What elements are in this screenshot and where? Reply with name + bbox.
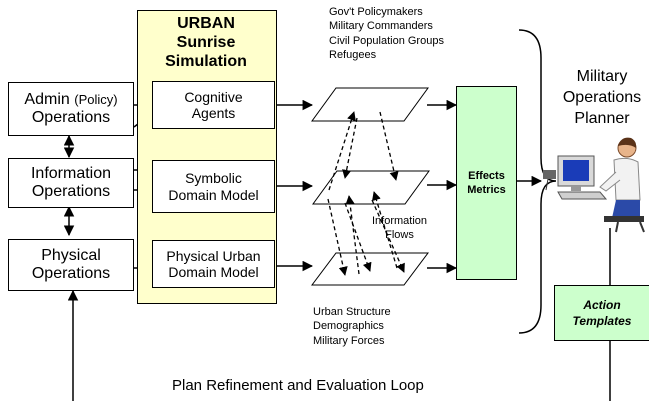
simulation-title-line1: URBAN	[177, 15, 235, 32]
planner-line1: Military	[576, 68, 628, 85]
loop-label: Plan Refinement and Evaluation Loop	[172, 377, 424, 394]
physical-operations-label: Operations	[31, 265, 111, 282]
simulation-title-line3: Simulation	[165, 53, 247, 71]
admin-operations-box: Admin (Policy) Operations	[8, 82, 134, 136]
information-flows-line1: Information	[372, 215, 428, 227]
simulation-title: URBAN Sunrise Simulation	[137, 14, 275, 72]
flow-5	[371, 199, 405, 273]
effects-label: Effects	[468, 169, 505, 182]
action-templates-box: Action Templates	[554, 285, 649, 341]
flow-7	[327, 198, 348, 276]
information-flows-line2: Flows	[385, 229, 414, 242]
agents-label: Agents	[191, 105, 236, 121]
admin-operations-label: Operations	[31, 109, 111, 126]
symbolic-domain-model-label: Domain Model	[168, 186, 259, 203]
planner-line3: Planner	[574, 109, 630, 127]
cognitive-label: Cognitive	[184, 88, 243, 105]
admin-policy-label: (Policy)	[74, 91, 118, 107]
flow-1	[342, 117, 358, 179]
top-groups-list: Gov't Policymakers Military Commanders C…	[329, 5, 444, 62]
symbolic-domain-model-box: Symbolic Domain Model	[152, 160, 275, 213]
physical-operations-box: Physical Operations	[8, 239, 134, 291]
group-policymakers: Gov't Policymakers	[329, 6, 423, 18]
planner-brace	[518, 29, 557, 334]
physical-urban-domain-model-box: Physical Urban Domain Model	[152, 240, 275, 288]
group-refugees: Refugees	[329, 48, 377, 61]
group-military-forces: Military Forces	[313, 334, 385, 347]
physical-urban-label: Physical Urban	[166, 247, 261, 264]
admin-label: Admin	[24, 90, 70, 108]
effects-metrics-box: Effects Metrics	[456, 86, 517, 280]
group-civil-population: Civil Population Groups	[329, 34, 444, 47]
information-operations-label: Operations	[31, 183, 111, 200]
group-demographics: Demographics	[313, 320, 384, 333]
flow-6	[345, 195, 360, 275]
information-flows-label: Information Flows	[372, 214, 427, 243]
templates-label: Templates	[572, 314, 632, 328]
planner-label: Military Operations Planner	[556, 67, 648, 129]
plane-bottom	[311, 252, 429, 286]
flow-8	[372, 191, 398, 269]
group-military-commanders: Military Commanders	[329, 20, 433, 33]
metrics-label: Metrics	[467, 184, 506, 196]
bottom-groups-list: Urban Structure Demographics Military Fo…	[313, 305, 391, 348]
computer-user-icon	[543, 137, 645, 233]
information-operations-box: Information Operations	[8, 158, 134, 208]
flow-2	[379, 111, 399, 181]
plane-top	[311, 87, 429, 122]
cognitive-agents-box: Cognitive Agents	[152, 81, 275, 129]
physical-label: Physical	[41, 246, 101, 264]
physical-domain-model-label: Domain Model	[168, 264, 259, 280]
information-label: Information	[30, 164, 112, 182]
group-urban-structure: Urban Structure	[313, 306, 391, 318]
action-label: Action	[583, 297, 621, 312]
flow-4	[344, 202, 372, 272]
symbolic-label: Symbolic	[185, 170, 242, 187]
planner-line2: Operations	[562, 88, 642, 106]
simulation-title-line2: Sunrise	[176, 34, 236, 52]
